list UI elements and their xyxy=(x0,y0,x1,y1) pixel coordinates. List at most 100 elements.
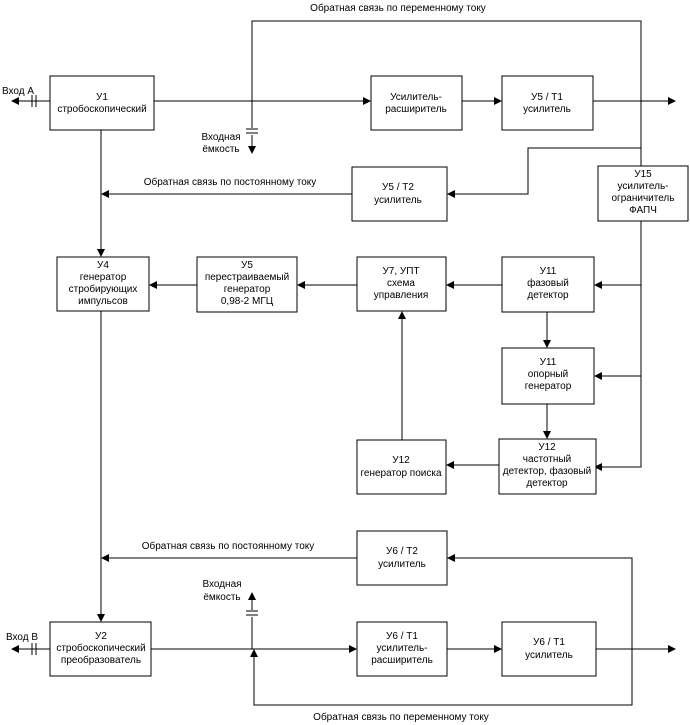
block-u4-line: У4 xyxy=(97,260,109,271)
block-u5-t2-line: усилитель xyxy=(374,195,422,206)
block-u5-line: 0,98-2 МГЦ xyxy=(221,296,274,307)
arrow-left-u12-search xyxy=(446,461,454,469)
block-u11-ref-line: У11 xyxy=(540,357,557,368)
arrow-down-u2 xyxy=(97,614,105,622)
block-u15-line: усилитель- xyxy=(618,181,669,192)
svg-text:Усилитель-расширитель: Усилитель-расширитель xyxy=(385,92,447,115)
arrow-down-u4 xyxy=(97,249,105,257)
capacitor-icon-input-a xyxy=(31,95,37,107)
block-amp-expander-line: расширитель xyxy=(385,104,447,115)
block-u6-t1-line: У6 / Т1 xyxy=(533,637,565,648)
block-u12-freq-line: частотный xyxy=(523,454,571,465)
block-u11-phase-line: детектор xyxy=(527,290,569,301)
arrow-left-u12-freq xyxy=(594,463,602,471)
label-ac-feedback-bottom: Обратная связь по переменному току xyxy=(313,711,489,723)
block-amp-expander: Усилитель-расширитель xyxy=(370,75,463,131)
block-u1-line: У1 xyxy=(96,92,108,103)
block-u4-line: генератор xyxy=(80,272,127,283)
capacitor-icon-input-b xyxy=(31,643,37,655)
block-u6-t1-expander-line: усилитель- xyxy=(377,643,428,654)
capacitor-icon-input-cap-top xyxy=(246,128,258,134)
block-u11-ref-line: опорный xyxy=(528,369,568,380)
arrow-left-u5 xyxy=(297,281,305,289)
block-u6-t1-expander-line: У6 / Т1 xyxy=(386,631,418,642)
free-labels: Обратная связь по переменному току Обрат… xyxy=(2,2,489,723)
block-u7-line: схема xyxy=(387,278,415,289)
arrow-left-u7 xyxy=(446,281,454,289)
block-u12-freq-line: детектор xyxy=(526,478,568,489)
block-u12-freq-line: детектор, фазовый xyxy=(503,465,592,477)
label-input-a: Вход А xyxy=(2,86,34,97)
arrow-right-u6t1 xyxy=(494,645,502,653)
label-dc-feedback-bottom: Обратная связь по постоянному току xyxy=(142,540,315,552)
arrow-down-u12-freq xyxy=(543,431,551,439)
arrow-right-amp-expander xyxy=(363,97,371,105)
block-u6-t1-line: усилитель xyxy=(525,650,573,661)
block-u2-line: У2 xyxy=(95,631,107,642)
label-input-cap-top-line: Входная xyxy=(201,132,240,143)
arrow-left-input-b xyxy=(11,645,19,653)
block-u6-t2-line: У6 / Т2 xyxy=(386,546,418,557)
arrow-left-input-a xyxy=(11,97,19,105)
block-u5-t1-line: У5 / Т1 xyxy=(531,92,563,103)
block-u6-t1: У6 / Т1 усилитель xyxy=(501,621,597,677)
arrow-left-u6t2 xyxy=(447,554,455,562)
capacitor-icon-input-cap-bottom xyxy=(246,610,258,616)
block-u1-line: стробоскопический xyxy=(57,103,146,115)
block-u5-line: генератор xyxy=(224,284,271,295)
block-u12-search-line: У12 xyxy=(392,455,410,466)
label-input-cap-bottom-line: Входная xyxy=(202,579,241,590)
arrowheads xyxy=(11,97,676,657)
block-u7-line: У7, УПТ xyxy=(382,266,419,277)
label-dc-feedback-top: Обратная связь по постоянному току xyxy=(144,176,317,188)
label-ac-feedback-top: Обратная связь по переменному току xyxy=(310,2,486,14)
arrow-left-u11-ref xyxy=(594,372,602,380)
label-input-cap-top-line: ёмкость xyxy=(202,144,239,155)
block-u5-line: У5 xyxy=(241,260,253,271)
arrow-right-output-top xyxy=(668,97,676,105)
label-input-b: Вход В xyxy=(6,632,38,643)
block-u11-phase-line: фазовый xyxy=(527,277,569,289)
block-u5-line: перестраиваемый xyxy=(205,272,289,283)
arrow-left-u5t2 xyxy=(447,190,455,198)
block-amp-expander-line: Усилитель- xyxy=(390,92,442,103)
block-u11-ref-line: генератор xyxy=(525,381,572,392)
label-input-cap-bottom-line: ёмкость xyxy=(203,592,240,603)
arrow-up-ac-bottom xyxy=(250,649,258,657)
arrow-left-dc-top xyxy=(101,190,109,198)
block-u15-line: ограничитель xyxy=(612,193,675,204)
block-u15-line: ФАПЧ xyxy=(629,205,657,216)
block-u4-line: импульсов xyxy=(78,296,128,307)
arrow-left-u4 xyxy=(149,281,157,289)
arrow-down-u11-ref xyxy=(543,340,551,348)
block-u11-phase-line: У11 xyxy=(540,266,557,277)
block-u7-line: управления xyxy=(374,290,429,301)
connection-lines xyxy=(19,20,669,706)
arrow-right-output-bottom xyxy=(668,645,676,653)
arrow-right-u6t1-exp xyxy=(349,645,357,653)
block-u2-line: стробоскопический xyxy=(56,642,145,654)
